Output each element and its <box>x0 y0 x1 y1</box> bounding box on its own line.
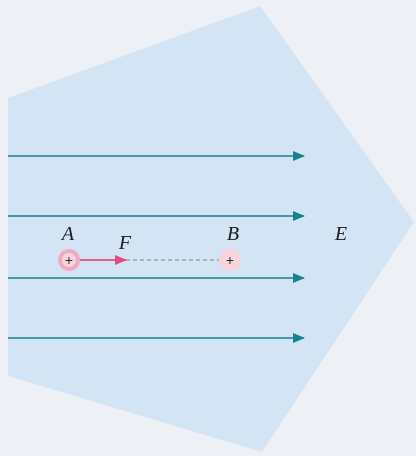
label-field: E <box>334 223 347 245</box>
charge-a-sign: + <box>65 252 73 268</box>
label-point-a: A <box>60 223 75 245</box>
charge-a: + <box>58 249 80 271</box>
charge-b: + <box>219 249 241 271</box>
field-region <box>8 6 414 452</box>
label-point-b: B <box>227 223 239 245</box>
charge-b-sign: + <box>226 252 234 268</box>
label-force: F <box>118 232 132 254</box>
